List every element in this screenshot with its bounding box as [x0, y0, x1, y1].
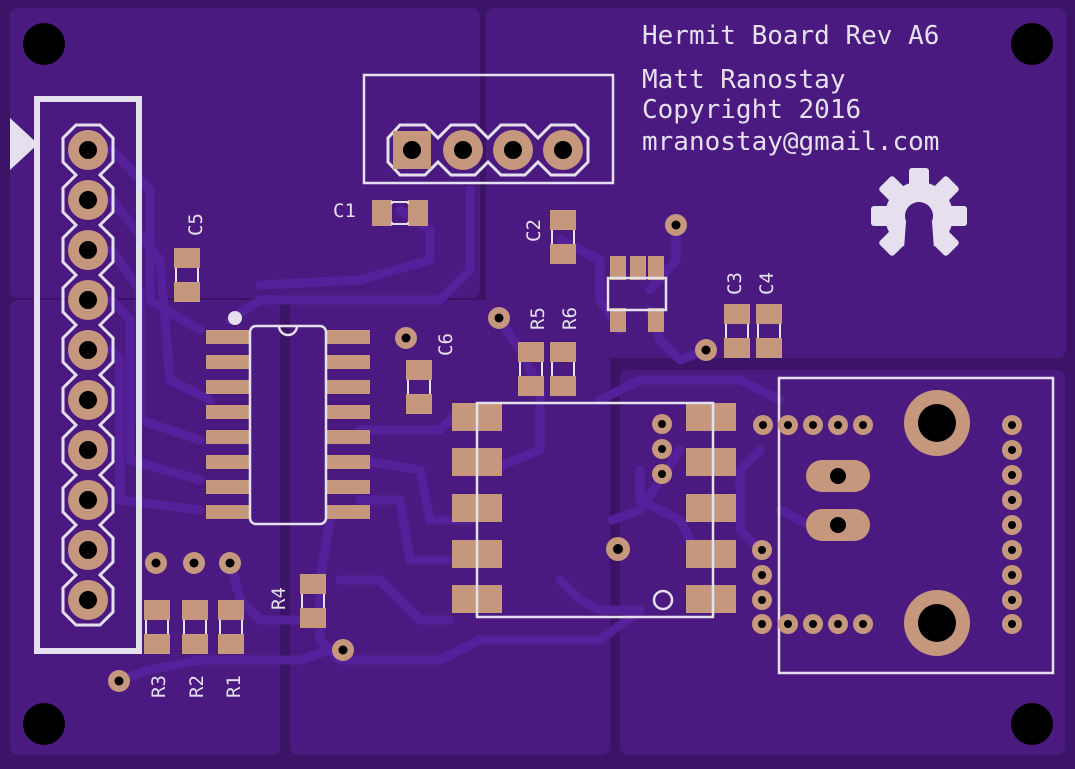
- label-c6: C6: [435, 333, 457, 356]
- header-4pin: [362, 73, 615, 185]
- label-r6: R6: [559, 307, 581, 330]
- regulator-sot: [606, 256, 668, 332]
- board-title: Hermit Board Rev A6: [642, 21, 939, 51]
- module-outline: [777, 376, 1055, 675]
- label-c3: C3: [724, 272, 746, 295]
- label-c4: C4: [756, 272, 778, 295]
- label-c2: C2: [523, 219, 545, 242]
- pin1-marker-icon: [10, 118, 38, 170]
- header-4pin-outline: [362, 73, 615, 185]
- label-r3: R3: [148, 675, 170, 698]
- mounting-hole: [23, 703, 65, 745]
- mounting-hole: [1011, 703, 1053, 745]
- vias: [108, 214, 772, 692]
- label-r1: R1: [223, 675, 245, 698]
- gear-icon: [871, 168, 967, 262]
- board-email: mranostay@gmail.com: [642, 127, 939, 157]
- board-copyright: Copyright 2016: [642, 95, 861, 125]
- passives: [144, 200, 782, 654]
- header-10pin: [10, 96, 142, 654]
- label-r5: R5: [527, 307, 549, 330]
- module-footprint: [452, 401, 736, 619]
- label-r2: R2: [186, 675, 208, 698]
- board-info-text: Hermit Board Rev A6 Matt Ranostay Copyri…: [642, 21, 939, 157]
- mounting-holes: [23, 23, 1053, 745]
- sensor-module-footprint: [753, 376, 1055, 675]
- cap-c1: [372, 200, 428, 226]
- label-c5: C5: [185, 213, 207, 236]
- mounting-hole: [1011, 23, 1053, 65]
- component-labels: C1 C2 C3 C4 C5 C6 R1 R2 R3 R4 R5 R6: [148, 200, 778, 698]
- ic-soic16: [206, 311, 370, 526]
- board-author: Matt Ranostay: [642, 65, 846, 95]
- label-c1: C1: [333, 200, 356, 222]
- header-outline: [34, 96, 142, 654]
- label-r4: R4: [268, 587, 290, 610]
- mounting-hole: [23, 23, 65, 65]
- ic-pin1-dot: [228, 311, 242, 325]
